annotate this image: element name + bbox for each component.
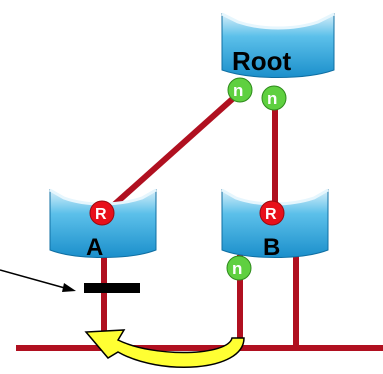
- designated-port-root-left: n: [227, 77, 253, 103]
- blocked-port-bar: [84, 283, 140, 293]
- designated-port-b: n: [226, 255, 252, 281]
- designated-port-root-left-label: n: [233, 81, 243, 100]
- designated-port-b-label: n: [232, 259, 242, 278]
- root-port-b-label: R: [265, 206, 277, 223]
- loop-arrow: [84, 329, 245, 368]
- root-port-b: R: [259, 200, 285, 226]
- root-port-a-label: R: [95, 206, 107, 223]
- pointer-arrow: [0, 269, 76, 292]
- designated-port-root-right-label: n: [267, 89, 277, 108]
- switch-b-label: B: [263, 234, 280, 261]
- switch-root: Root: [221, 12, 335, 78]
- link-root-to-a: [104, 91, 240, 215]
- switch-root-label: Root: [232, 46, 292, 76]
- designated-port-root-right: n: [261, 85, 287, 111]
- switch-a-label: A: [86, 234, 103, 261]
- root-port-a: R: [89, 200, 115, 226]
